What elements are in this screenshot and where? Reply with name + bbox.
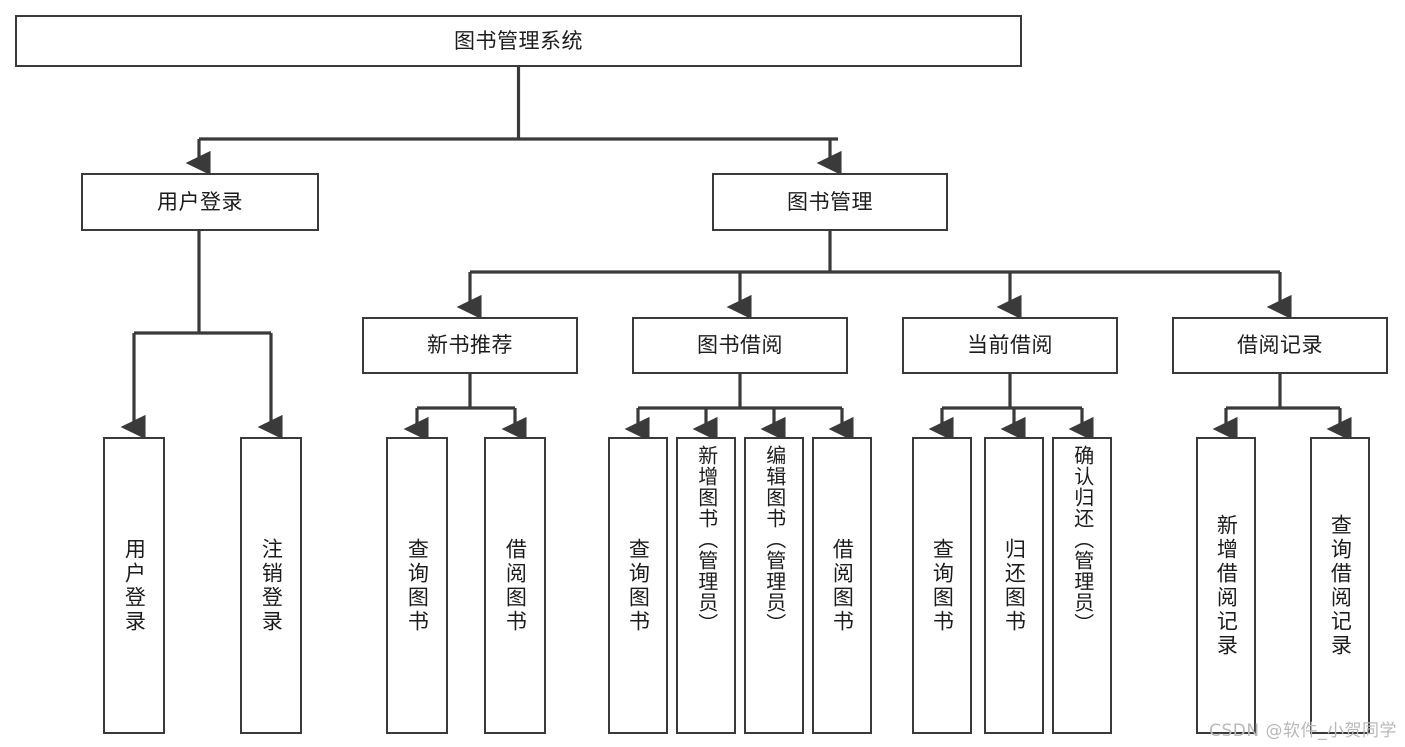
node-leaf-borrow-edit[interactable]: 编辑图书（管理员） [744, 437, 804, 734]
node-leaf-user-login-label: 用户登录 [122, 537, 147, 634]
node-leaf-rec-query-label: 查询图书 [405, 537, 430, 634]
node-root-label: 图书管理系统 [454, 28, 583, 53]
node-leaf-logout[interactable]: 注销登录 [240, 437, 302, 734]
csdn-watermark: CSDN @软件_小贺同学 [1209, 721, 1397, 741]
node-leaf-rec-add-label: 新增借阅记录 [1214, 513, 1239, 658]
node-leaf-rec-query[interactable]: 查询图书 [386, 437, 448, 734]
node-leaf-rec-borrow-label: 借阅图书 [503, 537, 528, 634]
node-leaf-logout-label: 注销登录 [259, 537, 284, 634]
node-leaf-borrow-edit-label: 编辑图书（管理员） [762, 445, 787, 634]
node-book-manage-label: 图书管理 [787, 189, 873, 214]
node-leaf-cur-confirm[interactable]: 确认归还（管理员） [1052, 437, 1112, 734]
node-leaf-cur-return[interactable]: 归还图书 [984, 437, 1044, 734]
node-leaf-rec-borrow[interactable]: 借阅图书 [484, 437, 546, 734]
node-current-borrow-label: 当前借阅 [967, 333, 1053, 358]
node-leaf-borrow-query[interactable]: 查询图书 [608, 437, 668, 734]
node-leaf-cur-query[interactable]: 查询图书 [912, 437, 972, 734]
node-user-login-label: 用户登录 [157, 189, 243, 214]
node-borrow-record[interactable]: 借阅记录 [1172, 317, 1388, 374]
node-leaf-borrow-do[interactable]: 借阅图书 [812, 437, 872, 734]
node-root[interactable]: 图书管理系统 [15, 15, 1022, 67]
node-leaf-cur-confirm-label: 确认归还（管理员） [1070, 445, 1095, 634]
node-book-borrow[interactable]: 图书借阅 [632, 317, 848, 374]
node-current-borrow[interactable]: 当前借阅 [902, 317, 1118, 374]
node-book-borrow-label: 图书借阅 [697, 333, 783, 358]
node-borrow-record-label: 借阅记录 [1237, 333, 1323, 358]
node-leaf-cur-return-label: 归还图书 [1002, 537, 1027, 634]
node-book-manage[interactable]: 图书管理 [712, 173, 948, 231]
node-leaf-rec-query2[interactable]: 查询借阅记录 [1310, 437, 1370, 734]
node-leaf-borrow-do-label: 借阅图书 [830, 537, 855, 634]
node-leaf-borrow-query-label: 查询图书 [626, 537, 651, 634]
node-new-book-rec-label: 新书推荐 [427, 333, 513, 358]
node-leaf-borrow-add[interactable]: 新增图书（管理员） [676, 437, 736, 734]
node-leaf-rec-add[interactable]: 新增借阅记录 [1196, 437, 1256, 734]
node-leaf-user-login[interactable]: 用户登录 [103, 437, 165, 734]
node-leaf-borrow-add-label: 新增图书（管理员） [694, 445, 719, 634]
node-user-login[interactable]: 用户登录 [81, 173, 319, 231]
node-new-book-rec[interactable]: 新书推荐 [362, 317, 578, 374]
node-leaf-rec-query2-label: 查询借阅记录 [1328, 513, 1353, 658]
node-leaf-cur-query-label: 查询图书 [930, 537, 955, 634]
